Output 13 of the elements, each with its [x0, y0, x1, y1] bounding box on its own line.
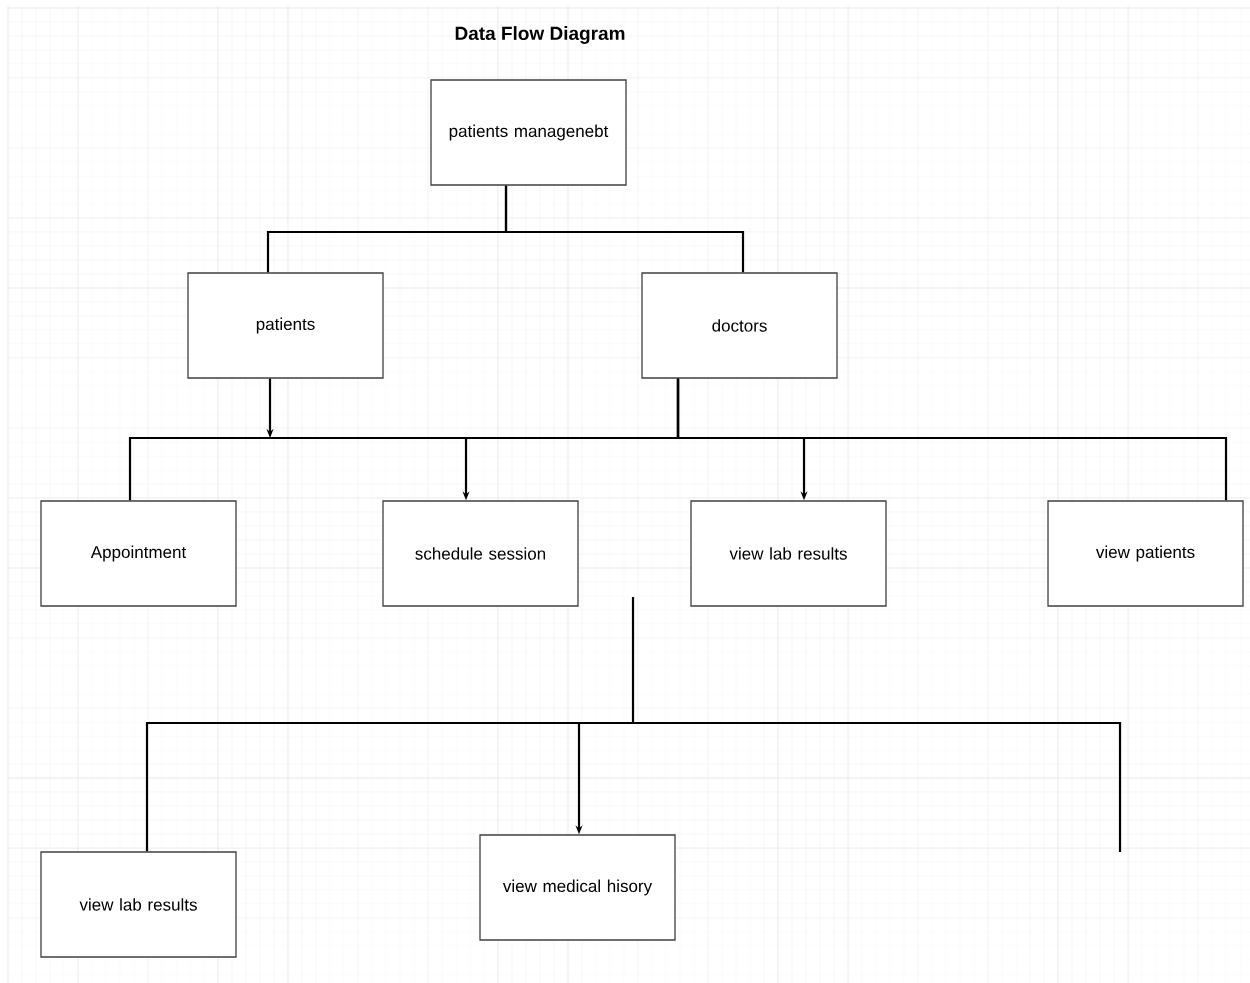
process-box: Appointment: [40, 500, 237, 607]
process-box: patients: [187, 272, 384, 379]
process-box: view medical hisory: [479, 834, 676, 941]
process-box: doctors: [641, 272, 838, 379]
connector: [145, 597, 635, 852]
process-box: view lab results: [690, 500, 887, 607]
process-box: patients managenebt: [430, 79, 627, 186]
connector: [504, 185, 745, 273]
process-box: view lab results: [40, 851, 237, 958]
title: Data Flow Diagram: [455, 26, 625, 44]
process-box: schedule session: [382, 500, 579, 607]
process-box: view patients: [1047, 500, 1244, 607]
connector: [676, 378, 1228, 501]
